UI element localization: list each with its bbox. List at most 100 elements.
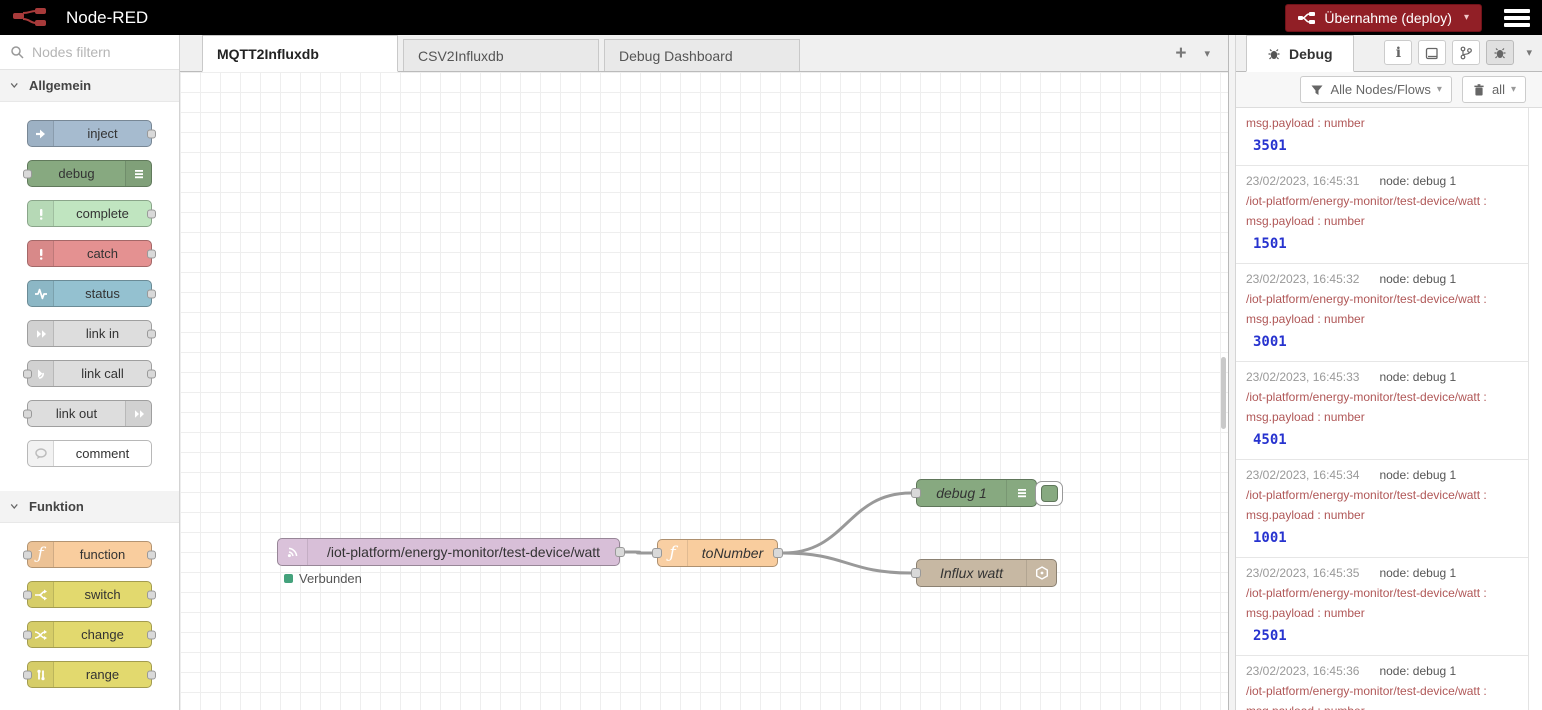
node-port-out[interactable] <box>615 547 625 557</box>
palette-node-change[interactable]: change <box>23 621 156 648</box>
flow-node-label: debug 1 <box>936 485 987 501</box>
node-port-in[interactable] <box>911 488 921 498</box>
palette-node-link-out[interactable]: link out <box>23 400 152 427</box>
debug-clear-label: all <box>1491 82 1505 97</box>
wire-mqtt-to-toNumber[interactable] <box>624 550 653 555</box>
palette-node-label: change <box>81 627 124 642</box>
palette-node-label: switch <box>84 587 121 602</box>
workspace-tab-csv2influxdb[interactable]: CSV2Influxdb <box>403 39 599 71</box>
node-port-out <box>147 670 156 679</box>
palette-node-link-call[interactable]: link call <box>23 360 156 387</box>
inject-arrow-icon <box>34 127 48 141</box>
node-port-out <box>147 209 156 218</box>
comment-icon <box>34 447 48 461</box>
canvas-scrollbar[interactable] <box>1221 357 1226 429</box>
node-status-label: Verbunden <box>299 571 362 586</box>
palette-node-catch[interactable]: catch <box>27 240 156 267</box>
debug-filter-row: Alle Nodes/Flows ▾ all ▾ <box>1236 72 1542 108</box>
node-port-in <box>23 369 32 378</box>
debug-enable-toggle[interactable] <box>1035 481 1063 506</box>
debug-filter-button[interactable]: Alle Nodes/Flows ▾ <box>1300 76 1452 103</box>
palette-node-label: comment <box>75 446 130 461</box>
sidebar-tab-context-button[interactable] <box>1452 40 1481 65</box>
link-icon <box>34 327 48 341</box>
deploy-caret-icon[interactable]: ▾ <box>1463 12 1469 23</box>
palette-section-allgemein[interactable]: Allgemein <box>0 70 179 102</box>
palette-node-debug[interactable]: debug <box>23 160 152 187</box>
alert-icon <box>34 207 48 221</box>
flow-node-label: toNumber <box>701 545 764 561</box>
node-port-out <box>147 550 156 559</box>
debug-property: msg.payload : number <box>1246 701 1520 710</box>
node-port-out <box>147 590 156 599</box>
workspace-tab-mqtt2influxdb[interactable]: MQTT2Influxdb <box>202 35 398 72</box>
debug-source-node: node: debug 1 <box>1379 664 1457 678</box>
add-flow-button[interactable]: + <box>1175 43 1187 64</box>
node-port-out[interactable] <box>773 548 783 558</box>
palette-node-comment[interactable]: comment <box>27 440 152 467</box>
flow-node-debug-1[interactable]: debug 1 <box>911 479 1063 507</box>
switch-icon <box>34 588 48 602</box>
node-port-in[interactable] <box>652 548 662 558</box>
palette-node-label: link in <box>85 326 120 341</box>
node-port-out <box>147 369 156 378</box>
function-icon: ƒ <box>37 544 44 564</box>
function-icon: ƒ <box>669 542 676 563</box>
alert-icon <box>34 247 48 261</box>
palette-node-label: catch <box>86 246 119 261</box>
main-menu-button[interactable] <box>1504 8 1530 27</box>
palette-node-switch[interactable]: switch <box>23 581 156 608</box>
palette-node-inject[interactable]: inject <box>27 120 156 147</box>
palette-node-complete[interactable]: complete <box>27 200 156 227</box>
debug-topic: /iot-platform/energy-monitor/test-device… <box>1246 194 1487 208</box>
chevron-down-icon <box>10 81 20 91</box>
debug-value: 4501 <box>1253 432 1287 448</box>
palette-node-range[interactable]: range <box>23 661 156 688</box>
node-port-out <box>147 630 156 639</box>
debug-topic: /iot-platform/energy-monitor/test-device… <box>1246 586 1487 600</box>
sidebar-tabs-caret-icon[interactable]: ▾ <box>1526 47 1532 59</box>
funnel-icon <box>1310 83 1324 97</box>
node-port-in <box>23 590 32 599</box>
sidebar-tab-debug[interactable]: Debug <box>1246 35 1354 72</box>
palette-node-function[interactable]: ƒ function <box>23 541 156 568</box>
node-port-in[interactable] <box>911 568 921 578</box>
flow-node-iot-platform-energy-monitor-test-device-[interactable]: /iot-platform/energy-monitor/test-device… <box>277 538 625 566</box>
debug-topic: /iot-platform/energy-monitor/test-device… <box>1246 292 1487 306</box>
debug-source-node: node: debug 1 <box>1379 272 1457 286</box>
flow-node-influx-watt[interactable]: Influx watt <box>911 559 1057 587</box>
palette-node-label: function <box>79 547 126 562</box>
node-port-in <box>23 630 32 639</box>
flow-canvas[interactable]: /iot-platform/energy-monitor/test-device… <box>180 72 1228 710</box>
debug-clear-button[interactable]: all ▾ <box>1461 76 1526 103</box>
deploy-button-label: Übernahme (deploy) <box>1324 9 1452 26</box>
deploy-button[interactable]: Übernahme (deploy) ▾ <box>1285 3 1482 32</box>
palette-section-funktion[interactable]: Funktion <box>0 491 179 523</box>
palette-node-status[interactable]: status <box>27 280 156 307</box>
node-port-in <box>23 670 32 679</box>
debug-timestamp: 23/02/2023, 16:45:33 <box>1246 370 1360 384</box>
sidebar-tab-help-button[interactable] <box>1418 40 1447 65</box>
palette-search <box>0 35 179 70</box>
palette-search-input[interactable] <box>30 43 169 61</box>
palette-node-link-in[interactable]: link in <box>27 320 156 347</box>
book-icon <box>1425 46 1439 60</box>
debug-property: msg.payload : number <box>1246 214 1365 228</box>
trash-icon <box>1472 83 1486 97</box>
sidebar-tab-debug-button[interactable] <box>1486 40 1515 65</box>
workspace-tab-debug-dashboard[interactable]: Debug Dashboard <box>604 39 800 71</box>
debug-list-icon <box>1015 486 1029 500</box>
debug-property: msg.payload : number <box>1246 606 1365 620</box>
influx-icon <box>1035 566 1049 580</box>
sidebar-tab-info-button[interactable]: i <box>1384 40 1413 65</box>
debug-value: 2501 <box>1253 628 1287 644</box>
flow-node-tonumber[interactable]: ƒ toNumber <box>652 539 783 567</box>
app-logo: Node-RED <box>12 6 148 30</box>
wire-toNumber-to-debug1[interactable] <box>782 491 912 555</box>
sidebar-resize-handle[interactable] <box>1228 35 1236 710</box>
flow-list-caret-icon[interactable]: ▾ <box>1204 48 1210 60</box>
wire-toNumber-to-influx[interactable] <box>782 551 912 575</box>
